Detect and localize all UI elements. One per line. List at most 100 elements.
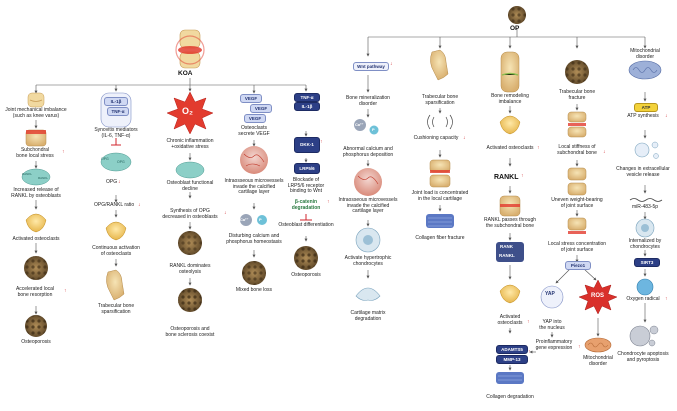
- collagen-degradation-icon: [496, 372, 524, 384]
- koa-col3-text-4: Osteoporosis and bone sclerosis coexist: [165, 326, 215, 338]
- op-col4-text-4: YAP into the nucleus: [539, 319, 565, 331]
- mitochondria-icon: [584, 337, 612, 353]
- op-col3-text-1: Activated osteoclasts: [486, 145, 534, 151]
- bone-resorption-icon: [24, 256, 48, 280]
- koa-tree-lines: [34, 78, 308, 94]
- tnfa-badge-col5: TNF-α: [294, 93, 320, 102]
- calcium-ion-label: Ca²⁺: [240, 217, 249, 222]
- rankl-cell-icon: [21, 168, 51, 186]
- tnfa-badge: TNF-α: [107, 107, 129, 116]
- op-tree-lines: [366, 28, 647, 57]
- koa-col1-text-2: Increased release of RANKL by osteoblast…: [11, 187, 61, 199]
- rank-rankl-complex-icon: [496, 242, 524, 262]
- op-col4-text-0: Trabecular bone fracture: [558, 89, 596, 101]
- il1b-badge-col5: IL-1β: [294, 102, 320, 111]
- trabecular-bone-icon-op: [430, 49, 449, 81]
- koa-col1-text-4: Accelerated local bone resorption: [15, 286, 55, 298]
- op-col5-text-2: Changes in extracellular vesicle release: [616, 166, 670, 178]
- koa-col3-text-3: RANKL dominates osteolysis: [169, 263, 211, 275]
- collagen-fiber-icon: [426, 214, 454, 228]
- rank-label: RANK: [500, 244, 513, 249]
- osteoporosis-icon: [25, 315, 47, 337]
- ros-label: ROS: [591, 293, 605, 299]
- up-arrow: ↑: [578, 344, 581, 350]
- microvessel-icon-op: [354, 168, 382, 196]
- phosphorus-ion-label: P: [259, 217, 262, 222]
- op-col1-text-3: Activate hypertrophic chondrocytes: [344, 255, 392, 267]
- down-arrow: ↓: [463, 135, 466, 141]
- dkk1-badge: DKK-1: [294, 137, 320, 153]
- koa-col2-text-3: Continuous activation of osteoclasts: [92, 245, 140, 257]
- op-col5-text-6: Chondrocyte apoptosis and pyroptosis: [617, 351, 669, 363]
- opg-tag: OPG: [101, 157, 109, 161]
- op-col3-text-4: Collagen degradation: [486, 394, 534, 400]
- koa-col4-text-1: Intraosseous microvessels invade the cal…: [224, 178, 284, 196]
- vegf-badge: VEGF: [250, 104, 272, 113]
- mineral-ions-icon: [354, 119, 379, 135]
- vegf-badge: VEGF: [240, 94, 262, 103]
- op-col1-text-2: Intraosseous microvessels invade the cal…: [338, 197, 398, 215]
- koa-col3-text-1: Osteoblast functional decline: [166, 180, 214, 192]
- koa-col3-text-0: Chronic inflammation +oxidative stress: [166, 138, 214, 150]
- down-arrow: ↓: [603, 149, 606, 155]
- lrp56-badge: LRP5/6: [294, 163, 320, 174]
- subchondral-bone-icon: [25, 129, 47, 147]
- koa-col4-text-3: Mixed bone loss: [235, 287, 273, 293]
- rankl-label: RANKL: [494, 174, 519, 181]
- mirna-strand-icon: [629, 198, 663, 202]
- wnt-pathway-badge: Wnt pathway: [353, 62, 389, 71]
- op-col1-text-1: Abnormal calcium and phosphorus depositi…: [342, 146, 394, 158]
- up-arrow: ↑: [527, 319, 530, 325]
- sirt3-badge: SIRT3: [634, 258, 660, 267]
- oxygen-radical-icon: [636, 278, 654, 296]
- up-arrow: ↑: [528, 349, 531, 355]
- down-arrow: ↓: [118, 179, 121, 185]
- chondrocyte-icon-col5: [635, 218, 655, 238]
- osteoclast-icon-op2: [499, 284, 521, 304]
- op-col4-text-5: Proinflammatory gene expression: [535, 339, 573, 351]
- rankl-tag: RANKL: [38, 176, 49, 180]
- up-arrow: ↑: [64, 288, 67, 294]
- rankl-tag: RANKL: [22, 172, 33, 176]
- osteoporosis-icon-col5: [294, 246, 318, 270]
- atp-badge: ATP: [634, 103, 658, 112]
- koa-col1-text-1: Subchondral bone local stress: [16, 147, 54, 159]
- yap-label: YAP: [545, 291, 555, 297]
- phosphorus-icon: [257, 215, 267, 225]
- up-arrow: ↑: [327, 199, 330, 205]
- op-col5-text-0: Mitochondrial disorder: [630, 48, 660, 60]
- op-title: OP: [510, 25, 520, 32]
- opg-cell-icon: [100, 152, 132, 172]
- op-col4-text-1: Local stiffness of subchondral bone: [557, 144, 597, 156]
- down-arrow: ↓: [138, 202, 141, 208]
- koa-col2-text-1: OPG: [106, 179, 118, 185]
- microvessel-icon: [240, 146, 268, 174]
- stress-concentration-icon: [567, 217, 587, 234]
- op-col3-text-2: RANKL passes through the subchondral bon…: [483, 217, 537, 229]
- koa-col5-text-3: Osteoporosis: [291, 272, 321, 278]
- koa-col4-text-2: Disturbing calcium and phosphorus homeos…: [226, 233, 282, 245]
- vesicle-icon: [634, 141, 659, 159]
- op-bone-icon: [508, 6, 526, 24]
- op-col5-text-3: miR-483-5p: [631, 204, 659, 210]
- calcium-icon: [240, 214, 252, 226]
- up-arrow: ↑: [521, 173, 524, 179]
- opg-tag: OPG: [117, 160, 125, 164]
- trabecular-fracture-icon: [565, 60, 589, 84]
- apoptosis-cell-icon: [629, 325, 659, 347]
- piezo1-badge: Piezo1: [565, 261, 591, 270]
- calcium-ion-label: Ca²⁺: [355, 122, 364, 127]
- op-col5-text-4: Internalized by chondrocytes: [628, 238, 662, 250]
- op-col4-text-6: Mitochondrial disorder: [583, 355, 613, 367]
- yap-nucleus-icon: [540, 285, 564, 309]
- op-col2-text-0: Trabecular bone sparsification: [421, 94, 459, 106]
- op-col5-text-5: Oxygen radical: [626, 296, 660, 302]
- koa-col2-text-4: Trabecular bone sparsification: [97, 303, 135, 315]
- mixed-bone-loss-icon: [242, 261, 266, 285]
- up-arrow: ↑: [62, 149, 65, 155]
- koa-col1-text-5: Osteoporosis: [21, 339, 51, 345]
- phosphorus-ion-label: P: [372, 127, 375, 132]
- koa-col2-text-2: OPG/RANKL ratio: [94, 202, 135, 208]
- op-col2-text-1: Cushioning capacity: [413, 135, 459, 141]
